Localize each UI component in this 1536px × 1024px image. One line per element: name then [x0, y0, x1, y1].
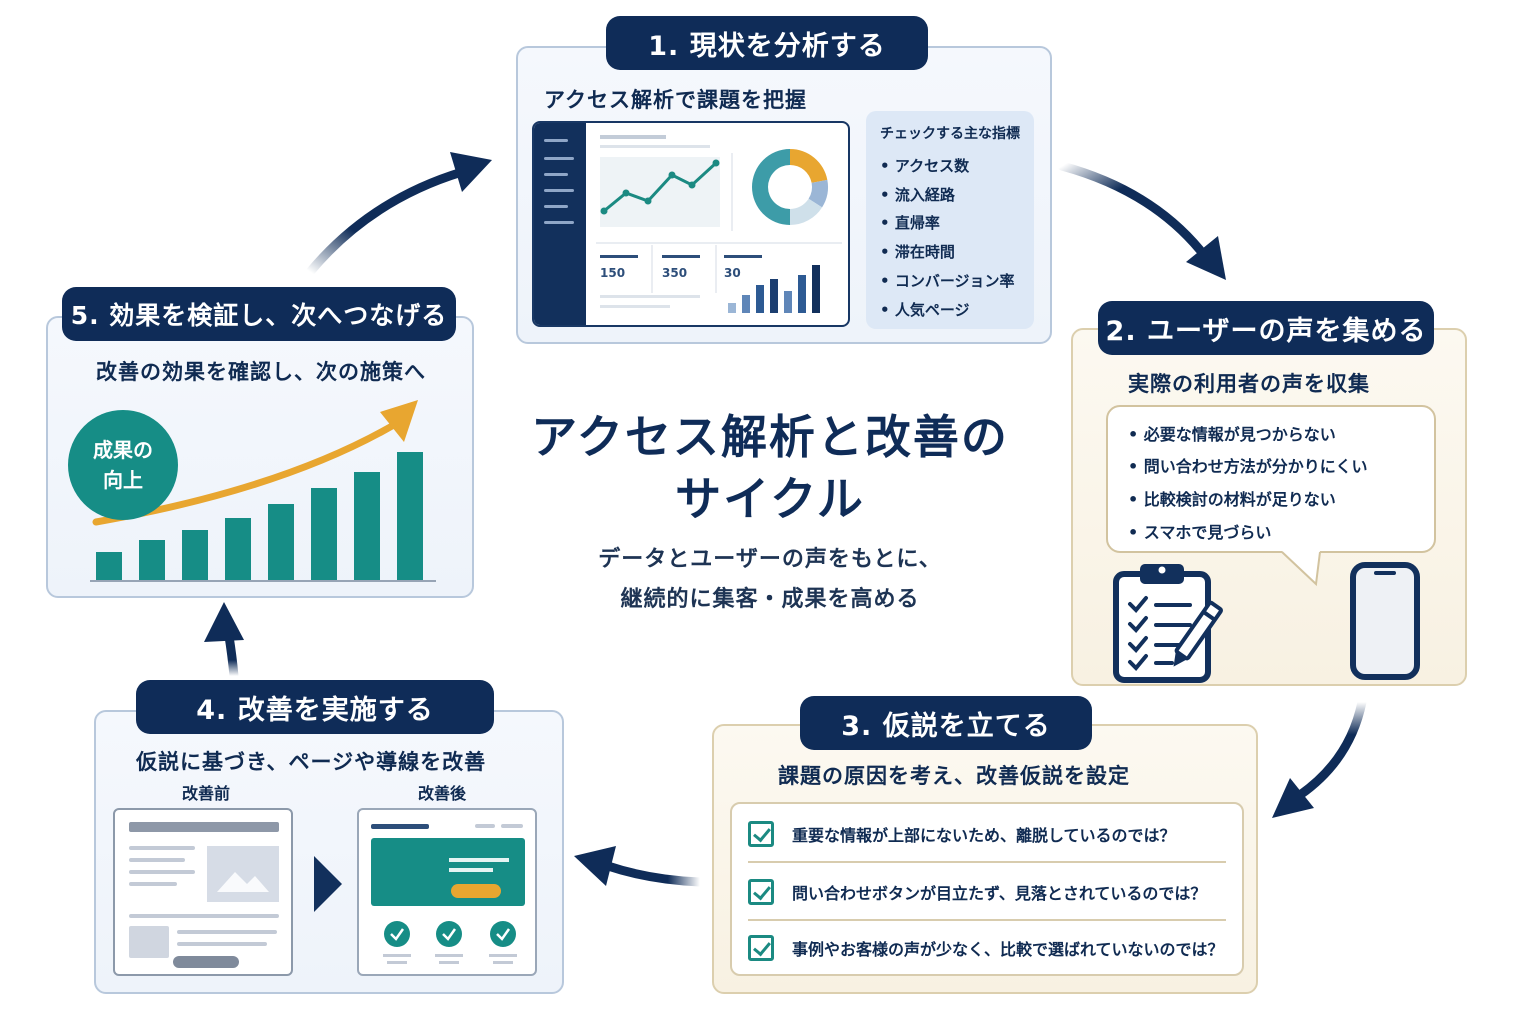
voice-item: 必要な情報が見つからない: [1128, 421, 1336, 445]
growth-bar: [225, 518, 251, 580]
stat-value-2: 350: [662, 266, 687, 280]
clipboard-icon: [1113, 564, 1223, 683]
dashboard-charts: 150 350 30: [596, 135, 842, 313]
cycle-subtitle: データとユーザーの声をもとに、 継続的に集客・成果を高める: [520, 540, 1020, 620]
step5-subtitle: 改善の効果を確認し、次の施策へ: [96, 360, 426, 384]
hypothesis-text: 問い合わせボタンが目立たず、見落とされているのでは？: [792, 884, 1207, 903]
hypothesis-text: 重要な情報が上部にないため、離脱しているのでは？: [792, 826, 1176, 845]
before-label: 改善前: [182, 784, 231, 803]
bubble-tail: [1281, 551, 1321, 587]
stat-value-1: 150: [600, 266, 625, 280]
donut-slice: [790, 198, 823, 225]
arrow-step1-to-step2: [1057, 161, 1205, 255]
growth-bar: [311, 488, 337, 580]
metric-item: 流入経路: [880, 184, 955, 205]
metric-item: 直帰率: [880, 212, 940, 233]
cycle-subtitle-line2: 継続的に集客・成果を高める: [620, 587, 920, 612]
arrow-step2-to-step3: [1295, 697, 1367, 800]
checkbox-checked-icon: [748, 935, 774, 961]
cycle-title: アクセス解析と改善の サイクル: [500, 406, 1040, 530]
arrow-step3-to-step4: [603, 861, 705, 887]
step4-title: 4. 改善を実施する: [136, 680, 494, 734]
growth-bar: [96, 552, 122, 580]
cycle-subtitle-line1: データとユーザーの声をもとに、: [598, 547, 942, 572]
donut-slice: [790, 149, 828, 183]
metrics-panel: チェックする主な指標 アクセス数 流入経路 直帰率 滞在時間 コンバージョン率 …: [866, 111, 1034, 329]
step2-title: 2. ユーザーの声を集める: [1098, 301, 1434, 355]
donut-chart: [752, 149, 828, 225]
line-chart: [603, 161, 718, 213]
growth-bar: [268, 504, 294, 580]
checkbox-checked-icon: [748, 821, 774, 847]
analytics-dashboard: 150 350 30: [532, 121, 850, 327]
donut-slice: [808, 179, 828, 208]
hypothesis-text: 事例やお客様の声が少なく、比較で選ばれていないのでは？: [792, 940, 1224, 959]
stat-value-3: 30: [724, 266, 741, 280]
step3-title: 3. 仮説を立てる: [800, 696, 1092, 750]
hypothesis-item: 事例やお客様の声が少なく、比較で選ばれていないのでは？: [748, 920, 1226, 976]
voices-speech-bubble: 必要な情報が見つからない 問い合わせ方法が分かりにくい 比較検討の材料が足りない…: [1106, 405, 1436, 553]
badge-line2: 向上: [103, 468, 143, 492]
donut-slice: [752, 149, 790, 225]
badge-line1: 成果の: [93, 438, 153, 462]
step1-title: 1. 現状を分析する: [606, 16, 928, 70]
growth-bar: [182, 530, 208, 580]
metric-item: 人気ページ: [880, 299, 970, 320]
growth-bar: [354, 472, 380, 580]
step1-subtitle: アクセス解析で課題を把握: [544, 88, 807, 112]
step5-title: 5. 効果を検証し、次へつなげる: [62, 287, 456, 341]
before-after-arrow-icon: [314, 856, 342, 912]
result-improvement-badge: 成果の 向上: [68, 410, 178, 520]
metrics-heading: チェックする主な指標: [880, 126, 1020, 142]
checkbox-checked-icon: [748, 879, 774, 905]
metric-item: 滞在時間: [880, 241, 955, 262]
voice-item: 問い合わせ方法が分かりにくい: [1128, 453, 1368, 477]
voice-item: 比較検討の材料が足りない: [1128, 486, 1336, 510]
arrow-step5-to-step1: [305, 167, 467, 277]
dashboard-bar-chart: [728, 265, 820, 313]
pen-icon: [1173, 600, 1223, 667]
page-after-mockup: [357, 808, 537, 976]
image-placeholder-icon: [207, 846, 279, 902]
dashboard-sidebar: [534, 123, 586, 325]
step3-subtitle: 課題の原因を考え、改善仮説を設定: [778, 764, 1130, 788]
metric-item: コンバージョン率: [880, 270, 1015, 291]
growth-bar: [139, 540, 165, 580]
cta-button: [451, 884, 501, 898]
hero-banner: [371, 838, 525, 906]
hypothesis-list: 重要な情報が上部にないため、離脱しているのでは？ 問い合わせボタンが目立たず、見…: [730, 802, 1244, 976]
cycle-title-line2: サイクル: [675, 472, 865, 526]
step2-subtitle: 実際の利用者の声を収集: [1128, 372, 1370, 396]
metric-item: アクセス数: [880, 155, 969, 176]
growth-bar: [397, 452, 423, 580]
smartphone-icon: [1350, 562, 1420, 680]
cycle-title-line1: アクセス解析と改善の: [531, 410, 1009, 464]
voice-item: スマホで見づらい: [1128, 519, 1272, 543]
hypothesis-item: 問い合わせボタンが目立たず、見落とされているのでは？: [748, 864, 1226, 920]
feature-icons: [383, 921, 517, 964]
after-label: 改善後: [418, 784, 467, 803]
step4-subtitle: 仮説に基づき、ページや導線を改善: [136, 750, 487, 774]
hypothesis-item: 重要な情報が上部にないため、離脱しているのでは？: [748, 806, 1226, 862]
page-before-mockup: [113, 808, 293, 976]
